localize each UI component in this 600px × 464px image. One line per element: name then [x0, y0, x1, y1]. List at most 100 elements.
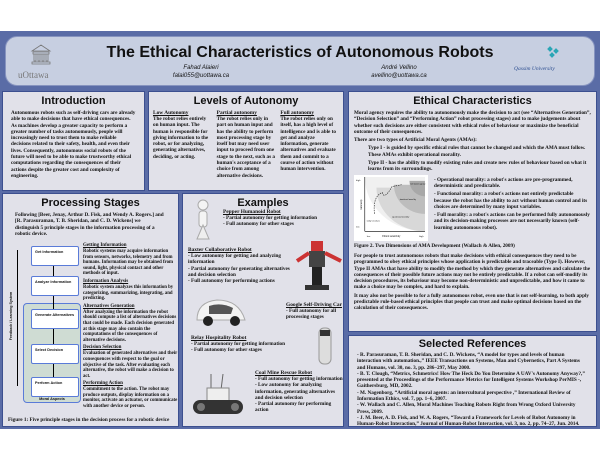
ethical-paragraph: For people to trust autonomous robots th… [354, 252, 591, 291]
y-low-label: low [356, 225, 360, 228]
example-title: Google Self-Driving Car [286, 302, 342, 308]
level-title: Low Autonomy [153, 110, 189, 116]
example-line: - Full autonomy for getting information [255, 376, 343, 382]
uottawa-logo-text: uOttawa [18, 70, 49, 80]
stage-box-perform-action: Perform Action [31, 377, 79, 397]
example-line: - Full autonomy for other stages [223, 221, 294, 228]
google-car-image [196, 299, 246, 326]
example-line: - Partial autonomy for performing action [255, 401, 332, 414]
stage-text: Robotic systems may acquire information … [83, 249, 173, 277]
x-high-label: high [419, 235, 424, 238]
rescue-robot-image [193, 373, 243, 414]
example-title: Pepper Humanoid Robot [223, 209, 281, 215]
uottawa-logo-icon [30, 44, 52, 65]
ama-type-2: Type II - has the ability to modify exis… [368, 160, 587, 173]
y-high-label: high [356, 178, 361, 181]
example-title: Relay Hospitality Robot [191, 335, 247, 341]
example-line: - Full autonomy for performing actions [188, 278, 275, 285]
example-line: - Full autonomy for other stages [191, 347, 262, 354]
figure-2-row: high low low high Ethical sensitivity Au… [354, 174, 591, 241]
ethical-paragraph: It may also not be possible to for a ful… [354, 292, 589, 312]
morality-bullets: - Operational morality: a robot's action… [434, 175, 591, 241]
examples-panel: Examples Pepper Humanoid Robot - Partial … [182, 193, 344, 427]
level-text: The robot relies entirely on human input… [153, 116, 209, 160]
qassim-logo-icon [547, 46, 559, 58]
poster-title: The Ethical Characteristics of Autonomou… [106, 44, 494, 61]
flow-arrow [53, 329, 54, 344]
example-line: - Full autonomy for all processing stage… [286, 308, 337, 321]
ethical-paragraph: Moral agency requires the ability to aut… [354, 110, 591, 135]
levels-heading: Levels of Autonomy [193, 95, 299, 107]
reference-item: - B. T. Clough, “Metrics, Schmetrics! Ho… [357, 370, 585, 390]
region-full-moral [409, 180, 425, 197]
stage-title: Alternatives Generation [83, 303, 135, 309]
level-text: The robot relies only in part on human i… [216, 116, 276, 179]
introduction-text: Autonomous robots such as self-driving c… [11, 110, 136, 179]
reference-item: - J. M. Beer, A. D. Fisk, and W. A. Roge… [357, 414, 580, 428]
stage-box-analyze-information: Analyze Information [31, 276, 79, 296]
x-low-label: low [367, 235, 371, 238]
level-text: The robot relies only on itself, has a h… [280, 116, 336, 173]
feedback-label: Feedback / Learning System [9, 291, 13, 341]
example-google-car: Google Self-Driving Car- Full autonomy f… [286, 302, 344, 321]
ama-type-1: Type I - is guided by specific ethical r… [368, 145, 586, 158]
moral-aspects-label: Moral Aspects [39, 397, 65, 401]
stage-text: After analyzing the information the robo… [83, 309, 177, 343]
references-heading: Selected References [418, 338, 527, 350]
example-baxter: Baxter Collaborative Robot- Low autonomy… [188, 247, 293, 284]
examples-heading: Examples [237, 197, 289, 209]
x-axis-label: Ethical sensitivity [382, 235, 401, 238]
stage-text: Evaluation of generated alternatives and… [83, 351, 178, 379]
example-rescue: Coal Mine Rescue Robot- Full autonomy fo… [255, 370, 343, 414]
example-line: - Partial autonomy for generating altern… [188, 265, 290, 278]
region-label-functional: functional morality [400, 198, 417, 201]
region-label-operational: operational morality [392, 216, 410, 218]
development-path [373, 184, 402, 214]
processing-panel: Processing Stages Following [Beer, Jenay… [2, 193, 179, 427]
figure-2-chart: high low low high Ethical sensitivity Au… [354, 174, 428, 241]
example-title: Baxter Collaborative Robot [188, 247, 252, 253]
flow-arrow [53, 364, 54, 377]
author-name: André Vellino [381, 65, 417, 71]
introduction-heading: Introduction [41, 95, 106, 107]
figure-1-caption: Figure 1: Five principle stages in the d… [8, 416, 170, 423]
todays-tools-label: today's toolsets [367, 220, 380, 222]
introduction-panel: Introduction Autonomous robots such as s… [2, 91, 145, 191]
feedback-line [17, 250, 18, 386]
y-axis-label: Autonomy [360, 198, 363, 210]
author-name: Fahad Alaieri [183, 65, 219, 71]
reference-item: - M. Nagenborg, “Artificial moral agents… [357, 389, 571, 403]
stage-box-get-information: Get Information [31, 246, 79, 266]
morality-bullet: - Functional morality: a robot's actions… [434, 191, 588, 210]
example-line: - Low autonomy for getting and analyzing… [188, 253, 281, 266]
region-label-full: full moral agency [410, 182, 426, 185]
stage-title: Performing Action [83, 381, 123, 387]
example-line: - Partial autonomy for getting informati… [191, 341, 285, 347]
stage-box-generate-alternatives: Generate Alternatives [31, 309, 79, 329]
reference-item: - W. Wallach and C. Allen, Moral Machine… [357, 402, 576, 415]
morality-bullet: - Operational morality: a robot's action… [434, 176, 573, 189]
example-line: - Low autonomy for analyzing information… [255, 382, 335, 401]
example-relay: Relay Hospitality Robot- Partial autonom… [191, 335, 309, 354]
stage-text: Robotic system analyzes this information… [83, 284, 174, 302]
stage-title: Information Analysis [83, 278, 129, 284]
stage-box-select-decision: Select Decision [31, 344, 79, 364]
stage-title: Decision Selection [83, 345, 122, 351]
figure-2-caption: Figure 2. Two Dimensions of AMA Developm… [354, 242, 515, 249]
level-title: Full autonomy [280, 110, 315, 116]
example-title: Coal Mine Rescue Robot [255, 370, 313, 376]
qassim-logo-text: Qassim University [514, 66, 555, 72]
